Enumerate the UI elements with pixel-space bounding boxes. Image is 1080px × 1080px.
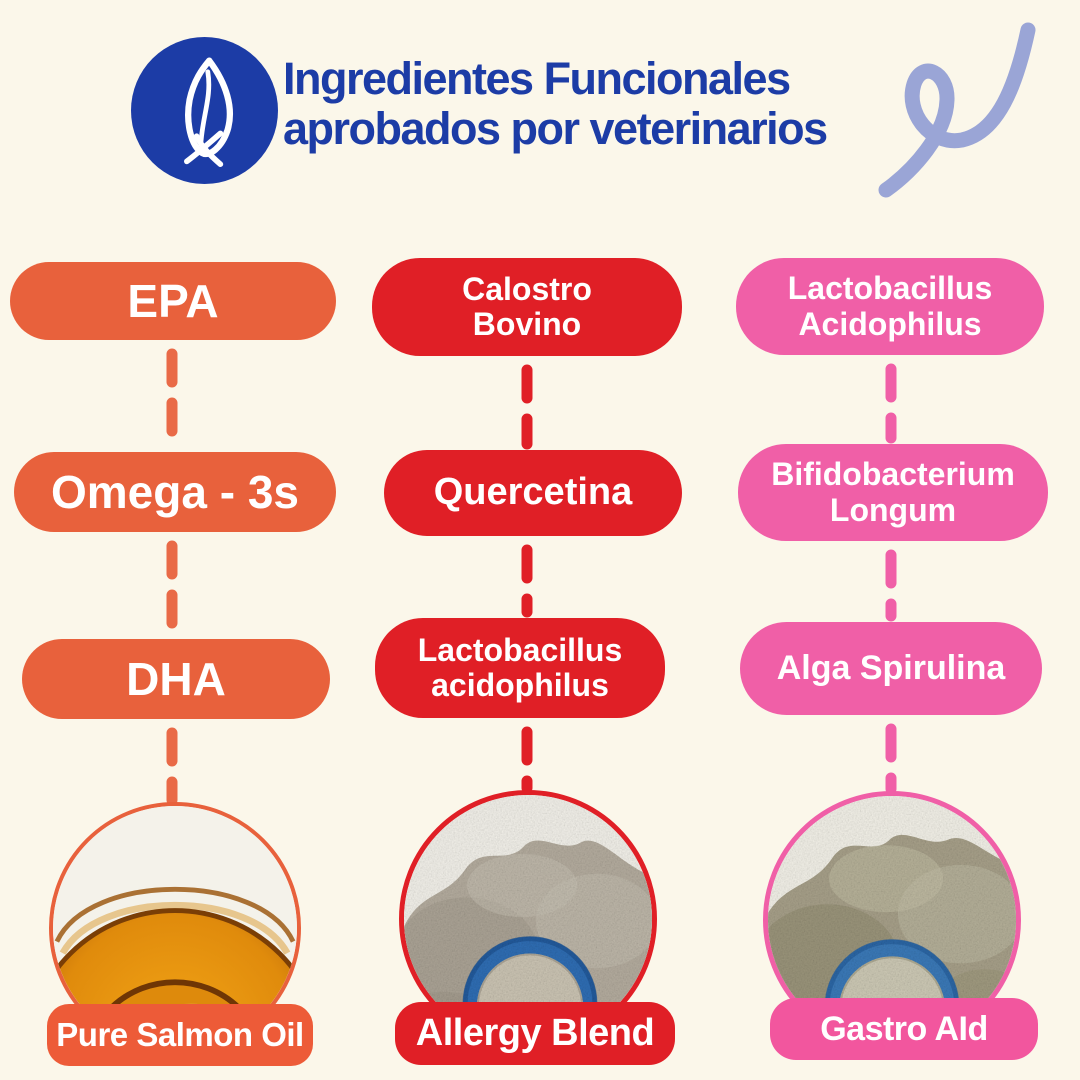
pill-label: Omega - 3s	[51, 465, 299, 518]
ingredient-pill-lactobacillus-acidophilus-red: Lactobacillus acidophilus	[375, 618, 665, 718]
page-title: Ingredientes Funcionales aprobados por v…	[283, 53, 963, 155]
connector-dashes	[166, 348, 897, 806]
ingredient-pill-epa: EPA	[10, 262, 336, 340]
pill-label: DHA	[126, 652, 226, 705]
pill-label: Alga Spirulina	[776, 648, 1006, 687]
title-line-1: Ingredientes Funcionales	[283, 53, 791, 104]
pill-label: Lactobacillus acidophilus	[417, 631, 623, 703]
pill-label: Quercetina	[433, 471, 633, 514]
ingredient-pill-dha: DHA	[22, 639, 330, 719]
pill-label: Lactobacillus Acidophilus	[787, 270, 993, 342]
leaf-icon	[183, 56, 233, 167]
ingredient-pill-calostro-bovino: Calostro Bovino	[372, 258, 682, 356]
product-label-text: Gastro AId	[820, 1009, 988, 1048]
product-label-pure-salmon-oil: Pure Salmon Oil	[47, 1004, 313, 1066]
product-label-text: Allergy Blend	[415, 1012, 655, 1054]
pill-label: EPA	[127, 274, 219, 327]
ingredient-pill-bifidobacterium-longum: Bifidobacterium Longum	[738, 444, 1048, 541]
pill-label: Bifidobacterium Longum	[771, 456, 1015, 528]
pill-label: Calostro Bovino	[462, 270, 592, 342]
ingredient-pill-omega-3s: Omega - 3s	[14, 452, 336, 532]
product-label-text: Pure Salmon Oil	[56, 1016, 304, 1053]
ingredient-pill-alga-spirulina: Alga Spirulina	[740, 622, 1042, 715]
leaf-badge	[131, 37, 278, 184]
title-line-2: aprobados por veterinarios	[283, 103, 828, 155]
product-label-allergy-blend: Allergy Blend	[395, 1002, 675, 1065]
product-label-gastro-aid: Gastro AId	[770, 998, 1038, 1060]
ingredient-pill-quercetina: Quercetina	[384, 450, 682, 536]
ingredient-pill-lactobacillus-acidophilus-pink: Lactobacillus Acidophilus	[736, 258, 1044, 355]
